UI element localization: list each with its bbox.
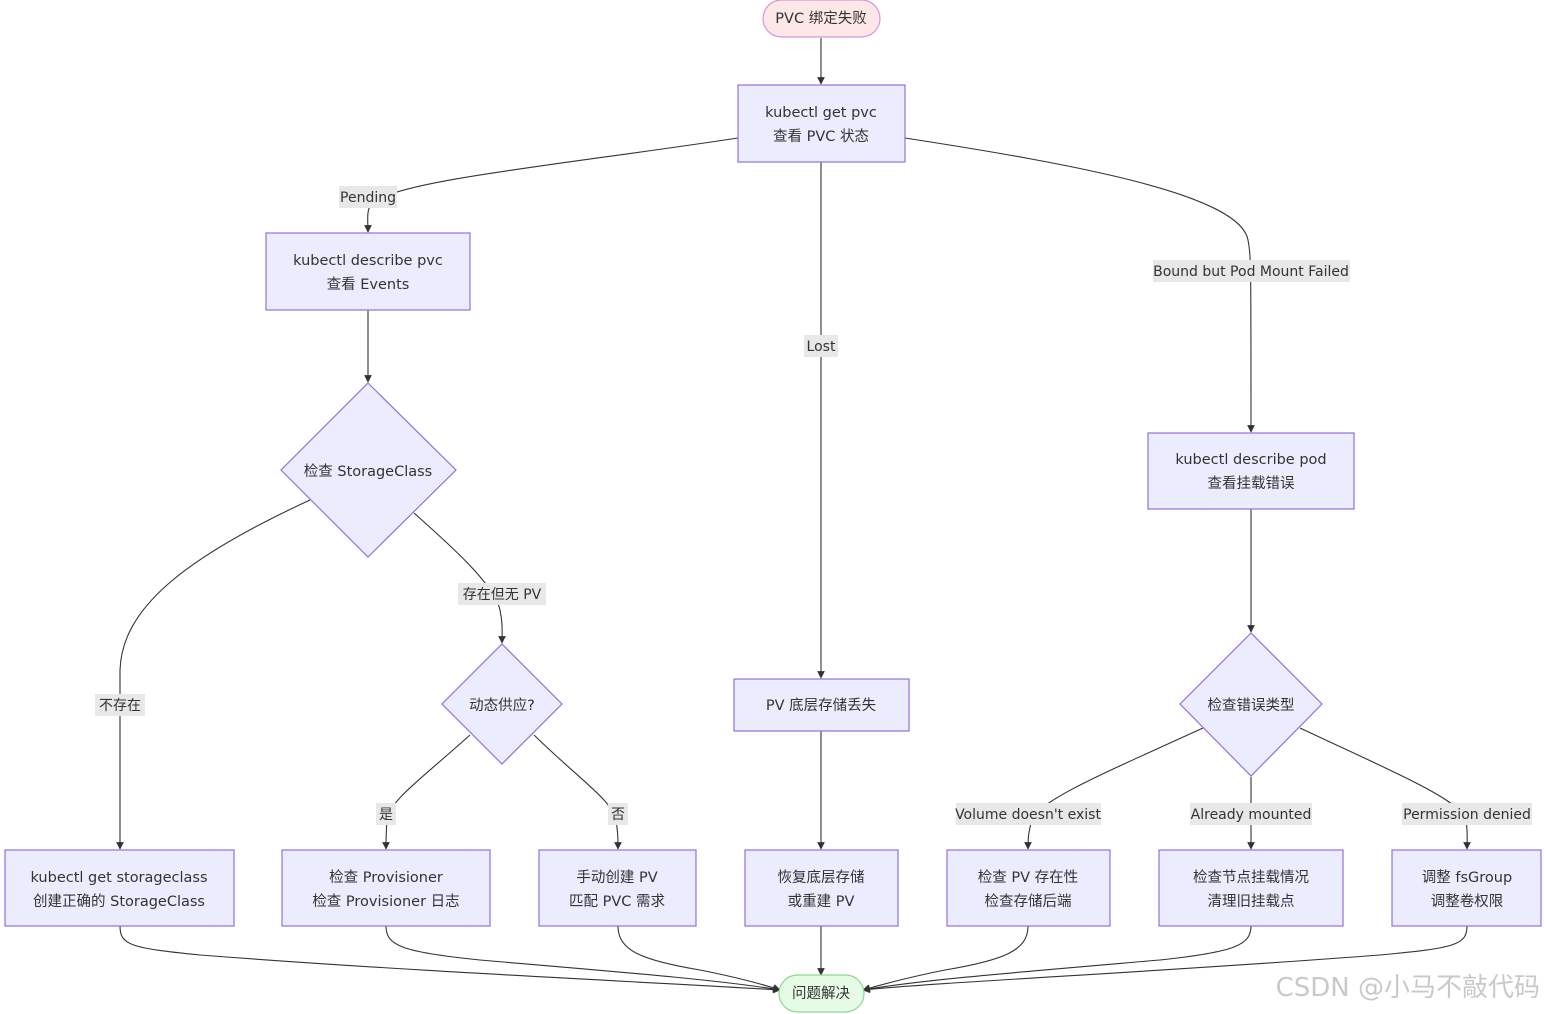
svg-text:查看挂载错误: 查看挂载错误 xyxy=(1208,475,1295,492)
node-get-pvc: kubectl get pvc 查看 PVC 状态 xyxy=(737,84,906,163)
node-dynamic-provisioning: 动态供应? xyxy=(441,643,563,765)
edge-get-pvc-to-describe-pvc xyxy=(364,137,739,233)
nodes: PVC 绑定失败 kubectl get pvc 查看 PVC 状态 kubec… xyxy=(4,0,1542,1013)
node-check-pv-exists: 检查 PV 存在性 检查存储后端 xyxy=(946,849,1111,927)
svg-text:不存在: 不存在 xyxy=(99,698,141,714)
edge-label-bound-failed: Bound but Pod Mount Failed xyxy=(1153,260,1350,282)
node-adjust-fsgroup: 调整 fsGroup 调整卷权限 xyxy=(1391,849,1542,927)
node-describe-pod: kubectl describe pod 查看挂载错误 xyxy=(1147,432,1355,510)
edge-error-type-to-fsgroup xyxy=(1299,727,1471,850)
svg-text:创建正确的 StorageClass: 创建正确的 StorageClass xyxy=(33,893,205,910)
svg-text:检查 Provisioner 日志: 检查 Provisioner 日志 xyxy=(312,893,459,910)
svg-text:检查错误类型: 检查错误类型 xyxy=(1208,697,1295,714)
edge-manual-pv-to-end xyxy=(617,925,781,992)
svg-text:检查 StorageClass: 检查 StorageClass xyxy=(304,463,433,480)
node-check-node-mount: 检查节点挂载情况 清理旧挂载点 xyxy=(1158,849,1344,927)
svg-text:查看 Events: 查看 Events xyxy=(327,276,410,293)
svg-text:是: 是 xyxy=(379,807,393,823)
svg-text:PV 底层存储丢失: PV 底层存储丢失 xyxy=(766,697,877,714)
svg-text:Permission denied: Permission denied xyxy=(1403,807,1531,823)
node-get-storageclass: kubectl get storageclass 创建正确的 StorageCl… xyxy=(4,849,235,927)
svg-text:Lost: Lost xyxy=(807,339,836,355)
edge-dynamic-to-provisioner xyxy=(382,734,471,850)
edge-labels: Pending Lost Bound but Pod Mount Failed … xyxy=(95,186,1532,825)
svg-text:问题解决: 问题解决 xyxy=(792,985,850,1002)
edge-get-sc-to-end xyxy=(119,925,781,994)
edge-provisioner-to-end xyxy=(385,925,781,993)
svg-text:kubectl get pvc: kubectl get pvc xyxy=(765,105,877,121)
edge-label-not-exist: 不存在 xyxy=(95,694,145,716)
svg-text:手动创建 PV: 手动创建 PV xyxy=(576,869,657,886)
svg-text:Pending: Pending xyxy=(340,190,396,206)
svg-text:检查节点挂载情况: 检查节点挂载情况 xyxy=(1193,869,1309,886)
edge-label-exist-no-pv: 存在但无 PV xyxy=(458,583,546,605)
svg-text:清理旧挂载点: 清理旧挂载点 xyxy=(1208,893,1295,910)
node-check-provisioner: 检查 Provisioner 检查 Provisioner 日志 xyxy=(281,849,491,927)
watermark: CSDN @小马不敲代码 xyxy=(1275,973,1540,1003)
svg-text:匹配 PVC 需求: 匹配 PVC 需求 xyxy=(569,893,666,910)
svg-text:检查 PV 存在性: 检查 PV 存在性 xyxy=(978,869,1078,886)
node-manual-pv: 手动创建 PV 匹配 PVC 需求 xyxy=(538,849,697,927)
svg-text:或重建 PV: 或重建 PV xyxy=(788,893,855,910)
edge-label-volume-missing: Volume doesn't exist xyxy=(955,803,1101,825)
edge-fsgroup-to-end xyxy=(862,925,1468,994)
edges xyxy=(116,38,1471,994)
svg-text:调整 fsGroup: 调整 fsGroup xyxy=(1422,869,1512,886)
edge-check-sc-to-get-sc xyxy=(116,499,311,850)
svg-text:恢复底层存储: 恢复底层存储 xyxy=(778,868,865,886)
edge-dynamic-to-manual-pv xyxy=(533,734,622,850)
edge-error-type-to-pv-exists xyxy=(1024,727,1204,850)
node-end: 问题解决 xyxy=(778,974,865,1013)
svg-text:kubectl get storageclass: kubectl get storageclass xyxy=(30,870,207,886)
edge-label-pending: Pending xyxy=(339,186,397,208)
node-restore-storage: 恢复底层存储 或重建 PV xyxy=(744,849,899,927)
node-storage-lost: PV 底层存储丢失 xyxy=(733,678,910,732)
svg-text:Bound but Pod Mount Failed: Bound but Pod Mount Failed xyxy=(1153,264,1349,280)
node-error-type: 检查错误类型 xyxy=(1179,632,1323,777)
edge-label-lost: Lost xyxy=(804,335,838,357)
edge-check-sc-to-dynamic xyxy=(413,512,506,644)
node-start: PVC 绑定失败 xyxy=(762,0,881,38)
svg-text:查看 PVC 状态: 查看 PVC 状态 xyxy=(773,128,869,145)
edge-label-permission-denied: Permission denied xyxy=(1402,803,1532,825)
svg-text:调整卷权限: 调整卷权限 xyxy=(1431,893,1504,910)
svg-text:Already mounted: Already mounted xyxy=(1191,807,1312,823)
svg-text:否: 否 xyxy=(611,807,625,823)
svg-text:Volume doesn't exist: Volume doesn't exist xyxy=(955,807,1101,823)
edge-get-pvc-to-describe-pod xyxy=(904,137,1255,433)
svg-text:检查存储后端: 检查存储后端 xyxy=(985,893,1072,910)
svg-text:kubectl describe pod: kubectl describe pod xyxy=(1175,452,1326,468)
svg-text:存在但无 PV: 存在但无 PV xyxy=(463,587,542,603)
edge-label-yes: 是 xyxy=(376,803,396,825)
node-describe-pvc: kubectl describe pvc 查看 Events xyxy=(265,232,471,311)
node-check-storageclass: 检查 StorageClass xyxy=(280,382,457,558)
edge-node-mount-to-end xyxy=(862,925,1252,993)
svg-text:kubectl describe pvc: kubectl describe pvc xyxy=(293,253,443,269)
edge-label-no: 否 xyxy=(608,803,628,825)
edge-pv-exists-to-end xyxy=(862,925,1029,992)
edge-label-already-mounted: Already mounted xyxy=(1190,803,1312,825)
svg-text:动态供应?: 动态供应? xyxy=(469,696,535,714)
svg-text:PVC 绑定失败: PVC 绑定失败 xyxy=(775,10,866,27)
svg-text:检查 Provisioner: 检查 Provisioner xyxy=(329,869,443,886)
